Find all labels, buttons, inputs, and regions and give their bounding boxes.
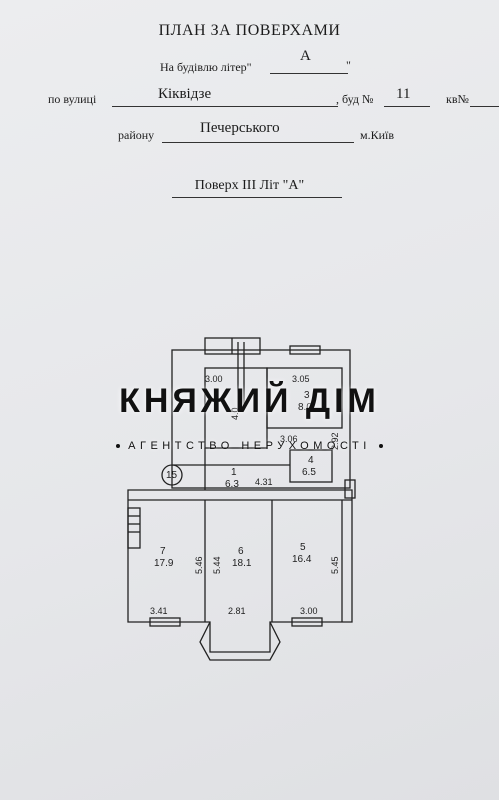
room-5-number: 5 <box>300 542 306 553</box>
room-3-outline <box>266 367 343 429</box>
dim-5-44: 5.44 <box>212 556 222 574</box>
building-label: На будівлю літер" <box>160 60 252 74</box>
dim-5-46: 5.46 <box>194 556 204 574</box>
watermark-tagline-text: АГЕНТСТВО НЕРУХОМОСТІ <box>128 440 371 452</box>
room-4-outline <box>289 449 333 483</box>
room-6-area: 18.1 <box>232 558 252 569</box>
dim-2-81: 2.81 <box>228 606 246 616</box>
apartment-label: кв№ <box>446 92 469 106</box>
district-value: Печерського <box>200 120 280 136</box>
apartment-underline <box>470 106 499 107</box>
room-7-area: 17.9 <box>154 558 174 569</box>
room-1-area: 6.3 <box>225 479 239 490</box>
dim-3-06: 3.06 <box>280 434 298 444</box>
dim-3-00-bottom: 3.00 <box>300 606 318 616</box>
room-3-area: 8.0 <box>298 402 312 413</box>
dim-4-0: 4.0 <box>230 407 240 420</box>
building-close-quote: " <box>346 58 351 72</box>
floor-heading-underline <box>172 197 342 198</box>
room-5-area: 16.4 <box>292 554 312 565</box>
watermark-dot-left <box>116 444 121 449</box>
building-underline <box>270 73 348 74</box>
room-1-number: 1 <box>231 467 237 478</box>
district-label: району <box>118 128 155 142</box>
dim-4-31: 4.31 <box>255 477 273 487</box>
watermark-dot-right <box>378 444 383 449</box>
street-value: Кіквідзе <box>158 86 212 102</box>
lower-block-outline <box>127 489 353 653</box>
house-label: , буд № <box>336 92 374 106</box>
window-room-7 <box>149 617 181 627</box>
room-4-area: 6.5 <box>302 467 316 478</box>
house-value: 11 <box>396 86 411 102</box>
watermark-brand: КНЯЖИЙ ДІМ <box>119 382 380 420</box>
dim-3-00-top: 3.00 <box>205 374 223 384</box>
room-3-number: 3 <box>304 390 310 401</box>
room-7-number: 7 <box>160 546 166 557</box>
floor-plan: 3.00 3.05 3.06 4.31 4.0 2.92 5.46 5.44 5… <box>127 337 356 661</box>
dim-2-92: 2.92 <box>330 432 340 450</box>
city-label: м.Київ <box>360 128 395 142</box>
dim-3-41: 3.41 <box>150 606 168 616</box>
room-4-number: 4 <box>308 455 314 466</box>
dim-3-05: 3.05 <box>292 374 310 384</box>
bay-window <box>199 621 281 661</box>
watermark-tagline: АГЕНТСТВО НЕРУХОМОСТІ <box>0 440 499 452</box>
district-underline <box>162 142 354 143</box>
window-room-3 <box>289 345 321 355</box>
dim-5-45: 5.45 <box>330 556 340 574</box>
room-6-number: 6 <box>238 546 244 557</box>
document-title: ПЛАН ЗА ПОВЕРХАМИ <box>158 22 341 39</box>
street-label: по вулиці <box>48 92 97 106</box>
house-underline <box>384 106 430 107</box>
window-room-5 <box>291 617 323 627</box>
stair-marker-circle <box>161 464 183 486</box>
window-side <box>344 479 356 499</box>
street-underline <box>112 106 338 107</box>
floor-heading: Поверх III Літ "А" <box>194 178 305 193</box>
stair-number: 15 <box>166 470 178 481</box>
upper-block-outline <box>171 349 351 489</box>
fixture <box>127 507 141 549</box>
building-value: А <box>300 48 311 64</box>
